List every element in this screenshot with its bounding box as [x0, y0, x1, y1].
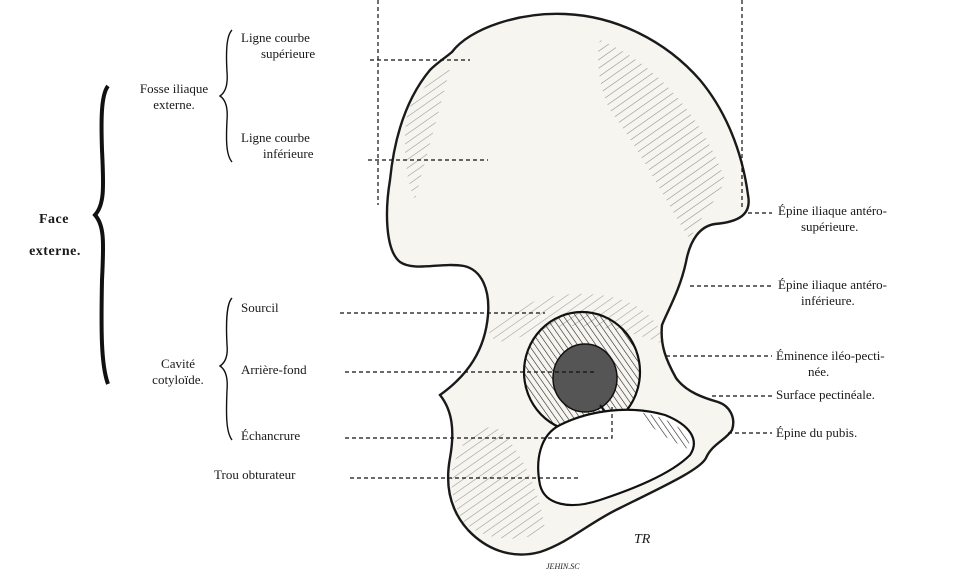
epine-sup-label-1: Épine iliaque antéro-	[778, 203, 887, 218]
sourcil-label: Sourcil	[241, 300, 279, 315]
ligne-inf-label-2: inférieure	[263, 146, 314, 161]
eminence-label-1: Éminence iléo-pecti-	[776, 348, 885, 363]
cavite-label-line2: cotyloïde.	[140, 372, 216, 387]
epine-inf-label-2: inférieure.	[801, 293, 855, 308]
acetabular-fossa	[553, 344, 617, 412]
eminence-label-2: née.	[808, 364, 829, 379]
epine-inf-label-1: Épine iliaque antéro-	[778, 277, 887, 292]
echancrure-label: Échancrure	[241, 428, 300, 443]
cavite-bracket	[220, 298, 232, 440]
epine-pubis-label: Épine du pubis.	[776, 425, 857, 440]
fosse-label-line2: externe.	[128, 97, 220, 112]
epine-sup-label-2: supérieure.	[801, 219, 858, 234]
face-label-line2: externe.	[10, 244, 100, 259]
face-bracket	[95, 86, 108, 384]
arriere-fond-label: Arrière-fond	[241, 362, 307, 377]
artist-signature: TR	[634, 532, 650, 548]
surface-pectineale-label: Surface pectinéale.	[776, 387, 875, 402]
face-label-line1: Face	[18, 212, 90, 227]
engraver-signature: JEHIN.SC	[546, 562, 580, 571]
fosse-label-line1: Fosse iliaque	[128, 81, 220, 96]
fosse-bracket	[220, 30, 232, 162]
cavite-label-line1: Cavité	[140, 356, 216, 371]
ligne-sup-label-2: supérieure	[261, 46, 315, 61]
trou-obturateur-label: Trou obturateur	[214, 467, 296, 482]
ligne-inf-label-1: Ligne courbe	[241, 130, 310, 145]
ligne-sup-label-1: Ligne courbe	[241, 30, 310, 45]
